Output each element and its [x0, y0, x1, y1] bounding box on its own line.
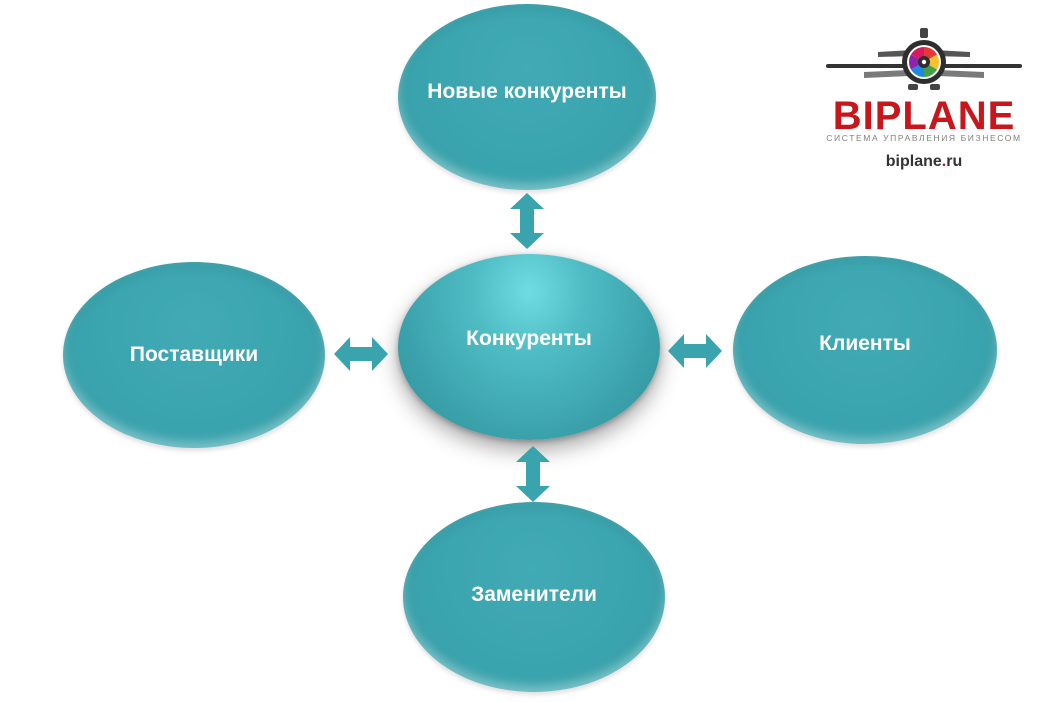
logo-url-dot: . [941, 153, 947, 170]
arrow-center-bottom-shape [516, 446, 550, 502]
biplane-icon [826, 28, 1022, 90]
biplane-logo: BIPLANE СИСТЕМА УПРАВЛЕНИЯ БИЗНЕСОМ bipl… [824, 26, 1024, 176]
node-clients-label: Клиенты [819, 332, 911, 356]
node-substitutes-label: Заменители [471, 583, 597, 607]
arrow-left-center-shape [334, 337, 388, 371]
logo-url-tld: ru [946, 153, 963, 170]
logo-url[interactable]: biplane.ru [824, 154, 1024, 170]
node-suppliers-label: Поставщики [129, 343, 259, 367]
logo-tagline: СИСТЕМА УПРАВЛЕНИЯ БИЗНЕСОМ [826, 133, 1022, 143]
node-new-competitors: Новые конкуренты [398, 4, 656, 190]
arrow-top-center [510, 193, 544, 249]
logo-wordmark: BIPLANE [832, 94, 1016, 138]
logo-url-name: biplane [885, 153, 942, 170]
node-suppliers: Поставщики [63, 262, 325, 448]
node-clients: Клиенты [733, 256, 997, 444]
arrow-center-right-shape [668, 334, 722, 368]
arrow-center-bottom [516, 446, 550, 502]
arrow-center-right [668, 334, 722, 368]
arrow-left-center [334, 337, 388, 371]
arrow-top-center-shape [510, 193, 544, 249]
node-competitors: Конкуренты [398, 254, 660, 440]
node-substitutes: Заменители [403, 502, 665, 692]
node-new-competitors-label: Новые конкуренты [427, 80, 627, 104]
node-competitors-label: Конкуренты [466, 327, 592, 351]
